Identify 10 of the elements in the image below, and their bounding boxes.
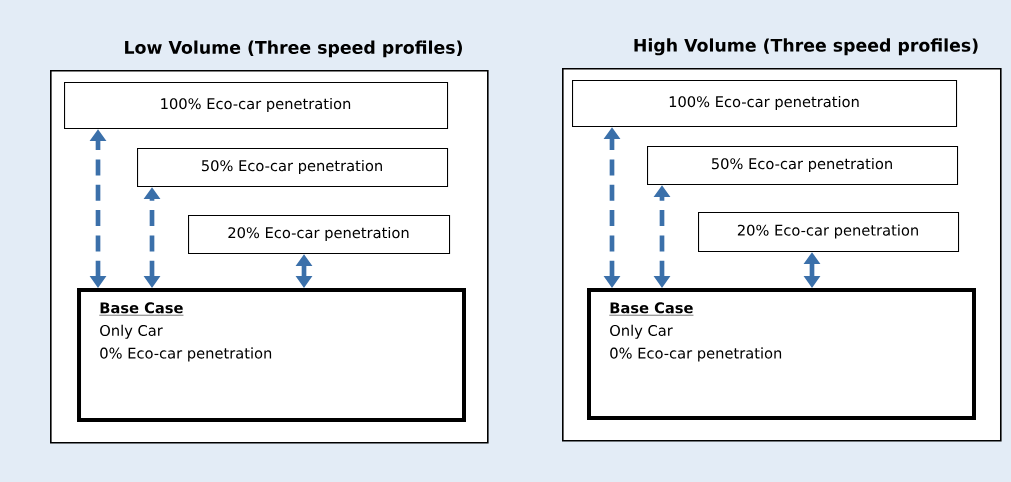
scenario-box: 50% Eco-car penetration	[647, 146, 959, 186]
scenario-box: 100% Eco-car penetration	[572, 80, 958, 128]
scenario-box: 20% Eco-car penetration	[698, 212, 960, 253]
panel-heading: Low Volume (Three speed profiles)	[125, 40, 462, 58]
scenario-box: 20% Eco-car penetration	[188, 215, 451, 255]
scenario-box: 50% Eco-car penetration	[137, 148, 449, 188]
base-case-box: Base Case Only Car 0% Eco-car penetration	[77, 288, 466, 422]
base-case-box: Base Case Only Car 0% Eco-car penetration	[587, 288, 976, 420]
panel-heading: High Volume (Three speed profiles)	[634, 38, 978, 56]
scenario-box: 100% Eco-car penetration	[64, 82, 449, 130]
